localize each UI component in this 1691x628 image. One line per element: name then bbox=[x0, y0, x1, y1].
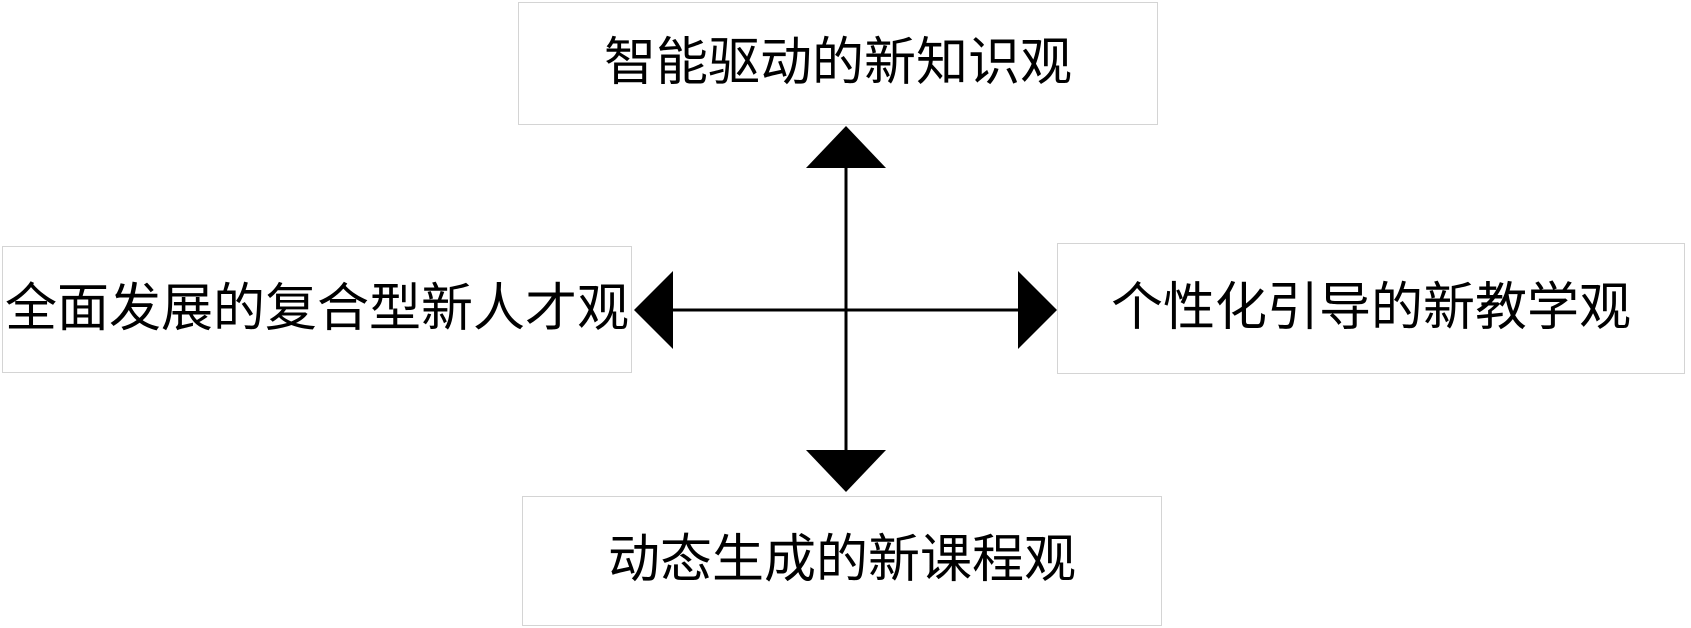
arrowhead-left-icon bbox=[634, 271, 673, 349]
node-new-knowledge-view: 智能驱动的新知识观 bbox=[518, 2, 1158, 125]
node-new-teaching-view-label: 个性化引导的新教学观 bbox=[1110, 279, 1631, 337]
arrowhead-right-icon bbox=[1018, 271, 1057, 349]
node-new-knowledge-view-label: 智能驱动的新知识观 bbox=[603, 34, 1072, 92]
node-new-talent-view-label: 全面发展的复合型新人才观 bbox=[4, 280, 629, 338]
arrowhead-up-icon bbox=[806, 126, 886, 168]
node-new-teaching-view: 个性化引导的新教学观 bbox=[1057, 243, 1685, 374]
node-new-curriculum-view-label: 动态生成的新课程观 bbox=[607, 532, 1076, 589]
node-new-talent-view: 全面发展的复合型新人才观 bbox=[2, 246, 632, 373]
node-new-curriculum-view: 动态生成的新课程观 bbox=[522, 496, 1162, 626]
arrowhead-down-icon bbox=[806, 450, 886, 492]
